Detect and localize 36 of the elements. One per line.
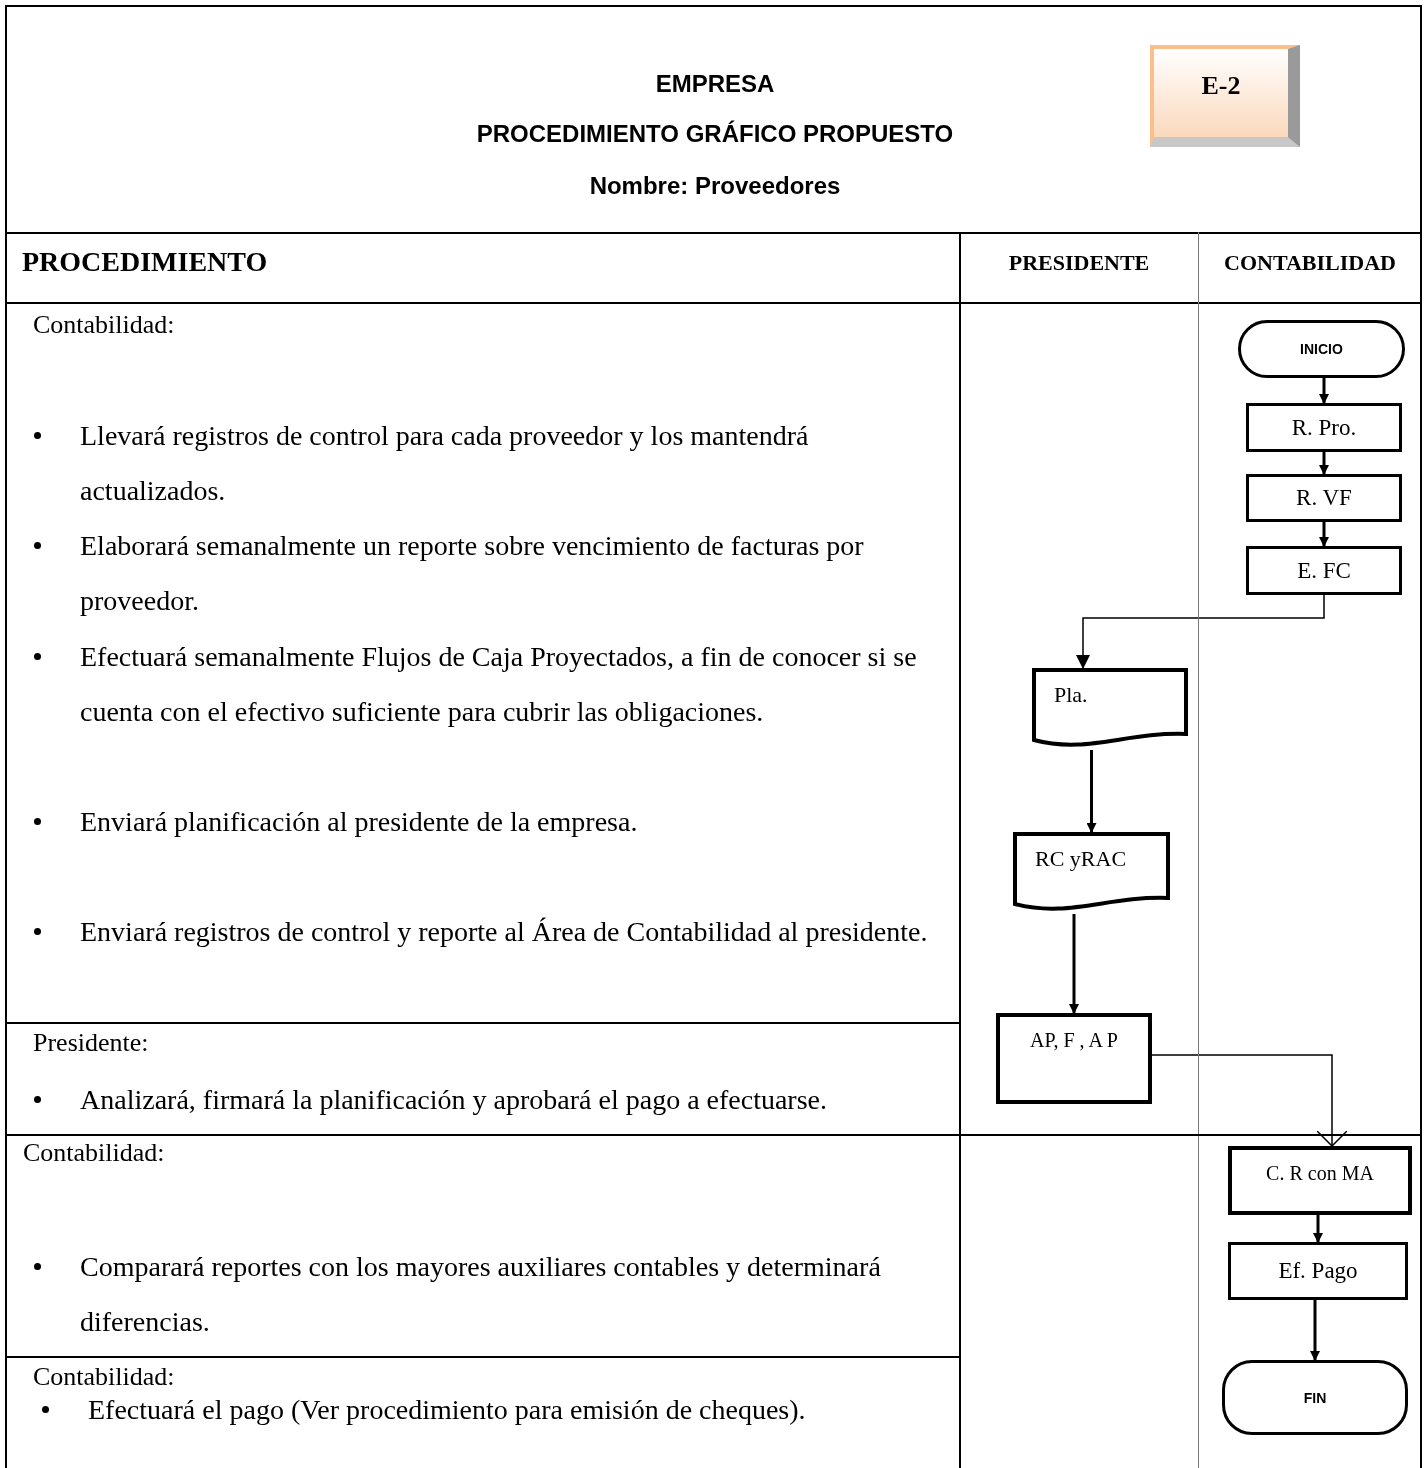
bullet-item: Enviará planificación al presidente de la empresa. [80, 805, 639, 839]
terminator-shape: INICIO [1238, 320, 1405, 378]
arrow [1151, 1054, 1348, 1147]
column-header: PROCEDIMIENTO [22, 246, 268, 278]
section-heading: Presidente: [33, 1028, 149, 1058]
section-heading: Contabilidad: [33, 1362, 175, 1392]
terminator-shape: FIN [1222, 1360, 1408, 1435]
bullet-item: Efectuará semanalmente Flujos de Caja Proyectados, a fin de conocer si se cuenta con el efectivo suficiente para cubrir las obligaciones. [80, 640, 918, 729]
process-box: Ef. Pago [1228, 1242, 1408, 1300]
arrow [1319, 522, 1329, 547]
company-heading: EMPRESA [654, 70, 776, 98]
arrow [1076, 594, 1325, 669]
arrow [1319, 452, 1329, 475]
process-box: R. VF [1246, 474, 1402, 522]
process-box: R. Pro. [1246, 403, 1402, 452]
bullet-item: Llevará registros de control para cada proveedor y los mantendrá actualizados. [80, 419, 810, 508]
process-box: E. FC [1246, 546, 1402, 595]
bullet-item: Elaborará semanalmente un reporte sobre vencimiento de facturas por proveedor. [80, 529, 865, 618]
arrow [1313, 1215, 1323, 1243]
process-box: C. R con MA [1228, 1146, 1412, 1215]
section-heading: Contabilidad: [33, 310, 175, 340]
subtitle: Nombre: Proveedores [588, 172, 842, 200]
section-heading: Contabilidad: [23, 1138, 165, 1168]
arrow [1086, 750, 1097, 833]
arrow [1310, 1300, 1320, 1361]
bullet-item: Comparará reportes con los mayores auxiliares contables y determinará diferencias. [80, 1250, 882, 1339]
bullet-item: Analizará, firmará la planificación y aprobará el pago a efectuarse. [80, 1083, 829, 1117]
bullet-item: Enviará registros de control y reporte al Área de Contabilidad al presidente. [80, 915, 929, 949]
sheet-tag: E-2 [1150, 45, 1300, 147]
arrow [1319, 378, 1329, 404]
title: PROCEDIMIENTO GRÁFICO PROPUESTO [475, 120, 955, 148]
column-header: PRESIDENTE [1007, 250, 1151, 276]
arrow [1069, 914, 1079, 1014]
column-header: CONTABILIDAD [1223, 250, 1397, 276]
process-box: AP, F , A P [996, 1013, 1152, 1104]
bullet-item: Efectuará el pago (Ver procedimiento para emisión de cheques). [88, 1393, 807, 1427]
